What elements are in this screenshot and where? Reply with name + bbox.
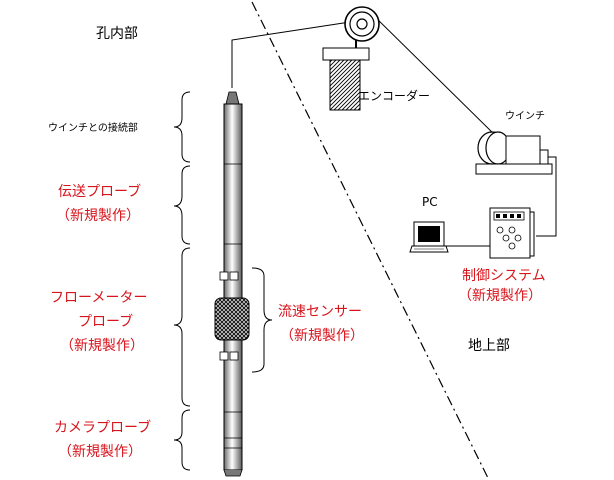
brace-flow-sensor: [251, 267, 273, 373]
brace-flowmeter-probe: [173, 247, 191, 407]
control-system-label: 制御システム: [462, 268, 546, 284]
control-system-note: （新規製作）: [458, 288, 542, 304]
region-label-surface: 地上部: [468, 338, 510, 354]
flowmeter-probe-label-line1: フローメーター: [50, 290, 147, 306]
encoder-label: エンコーダー: [358, 88, 430, 103]
probe-icon: [214, 91, 250, 477]
camera-probe-note: （新規製作）: [58, 444, 142, 460]
flowmeter-probe-note: （新規製作）: [60, 338, 144, 354]
brace-camera-probe: [173, 409, 191, 471]
flow-sensor-note: （新規製作）: [280, 328, 364, 344]
pulley-icon: [344, 6, 380, 52]
cable-line-to-winch: [371, 13, 499, 139]
ground-boundary-line: [251, 1, 489, 479]
pc-icon: [409, 221, 449, 253]
transmission-probe-note: （新規製作）: [56, 208, 140, 224]
region-label-downhole: 孔内部: [96, 26, 138, 42]
cable-line: [231, 21, 351, 88]
pc-label: PC: [422, 195, 438, 209]
winch-icon: [475, 131, 553, 175]
brace-winch-connection: [173, 91, 191, 163]
winch-connection-label: ウインチとの接続部: [48, 121, 138, 134]
brace-transmission-probe: [173, 165, 191, 245]
camera-probe-label: カメラプローブ: [54, 419, 151, 436]
control-cabinet-icon: [489, 207, 535, 259]
winch-control-cable: [536, 156, 557, 237]
flow-sensor-label: 流速センサー: [278, 304, 362, 320]
transmission-probe-label: 伝送プローブ: [58, 183, 141, 200]
encoder-icon: [322, 47, 370, 111]
flowmeter-probe-label-line2: プローブ: [78, 313, 133, 330]
winch-label: ウインチ: [505, 110, 545, 122]
